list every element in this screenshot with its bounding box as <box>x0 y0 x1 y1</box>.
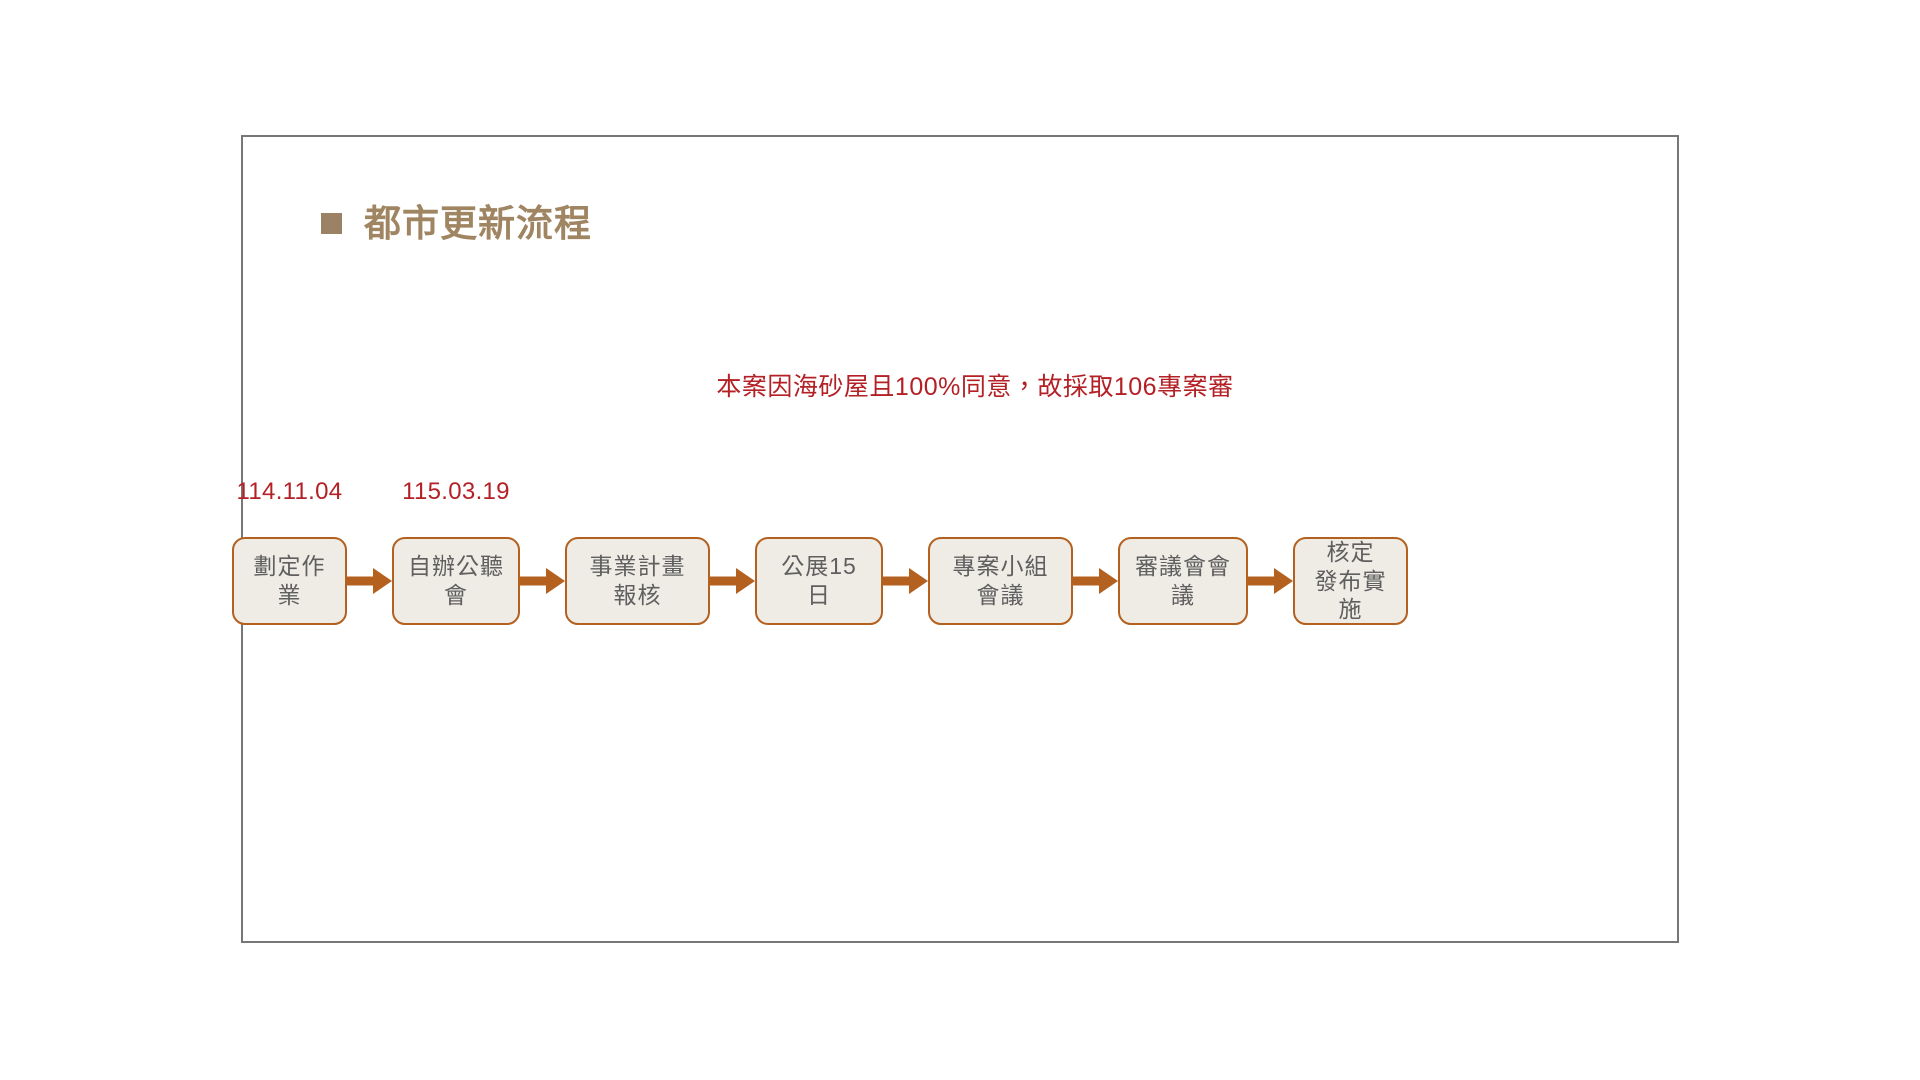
flow-step-2-label: 自辦公聽會 <box>408 553 504 608</box>
arrow-head <box>736 568 755 594</box>
arrow-shaft <box>520 576 548 586</box>
slide-canvas: 都市更新流程 本案因海砂屋且100%同意，故採取106專案審 114.11.04… <box>232 135 1679 943</box>
arrow-head <box>1274 568 1293 594</box>
right-arrow-icon-2 <box>520 568 565 594</box>
flow-step-3-label: 事業計畫報核 <box>589 553 686 608</box>
arrow-shaft <box>347 576 375 586</box>
page-title-text: 都市更新流程 <box>364 203 592 244</box>
arrow-shaft <box>710 576 738 586</box>
arrow-shaft <box>1073 576 1101 586</box>
flow-step-5[interactable]: 專案小組會議 <box>928 537 1073 625</box>
arrow-head <box>546 568 565 594</box>
arrow-head <box>1099 568 1118 594</box>
flow-step-7-label: 核定 發布實施 <box>1314 538 1387 623</box>
flow-step-3[interactable]: 事業計畫報核 <box>565 537 710 625</box>
flow-step-row: 114.11.04 劃定作業 115.03.19 自辦公聽會 事業計畫報核 <box>232 478 1408 626</box>
right-arrow-icon-1 <box>347 568 392 594</box>
flow-step-6-label: 審議會會議 <box>1135 553 1231 608</box>
process-flow-diagram: 114.11.04 劃定作業 115.03.19 自辦公聽會 事業計畫報核 <box>232 137 1677 941</box>
arrow-shaft <box>1248 576 1276 586</box>
flow-step-6[interactable]: 審議會會議 <box>1118 537 1248 625</box>
annotation-note: 本案因海砂屋且100%同意，故採取106專案審 <box>716 373 1234 401</box>
right-arrow-icon-4 <box>883 568 928 594</box>
arrow-shaft <box>883 576 911 586</box>
flow-step-1-date: 114.11.04 <box>236 478 343 505</box>
right-arrow-icon-5 <box>1073 568 1118 594</box>
right-arrow-icon-6 <box>1248 568 1293 594</box>
flow-step-4-label: 公展15日 <box>781 553 857 608</box>
page-title: 都市更新流程 <box>321 205 592 242</box>
flow-step-4[interactable]: 公展15日 <box>755 537 883 625</box>
arrow-head <box>909 568 928 594</box>
arrow-head <box>373 568 392 594</box>
flow-step-1[interactable]: 114.11.04 劃定作業 <box>232 478 347 625</box>
flow-step-2-date: 115.03.19 <box>402 478 510 505</box>
flow-step-5-label: 專案小組會議 <box>952 553 1049 608</box>
flow-step-7[interactable]: 核定 發布實施 <box>1293 537 1408 625</box>
flow-step-2[interactable]: 115.03.19 自辦公聽會 <box>392 478 520 625</box>
flow-step-1-label: 劃定作業 <box>253 553 326 608</box>
square-bullet-icon <box>321 213 342 234</box>
right-arrow-icon-3 <box>710 568 755 594</box>
